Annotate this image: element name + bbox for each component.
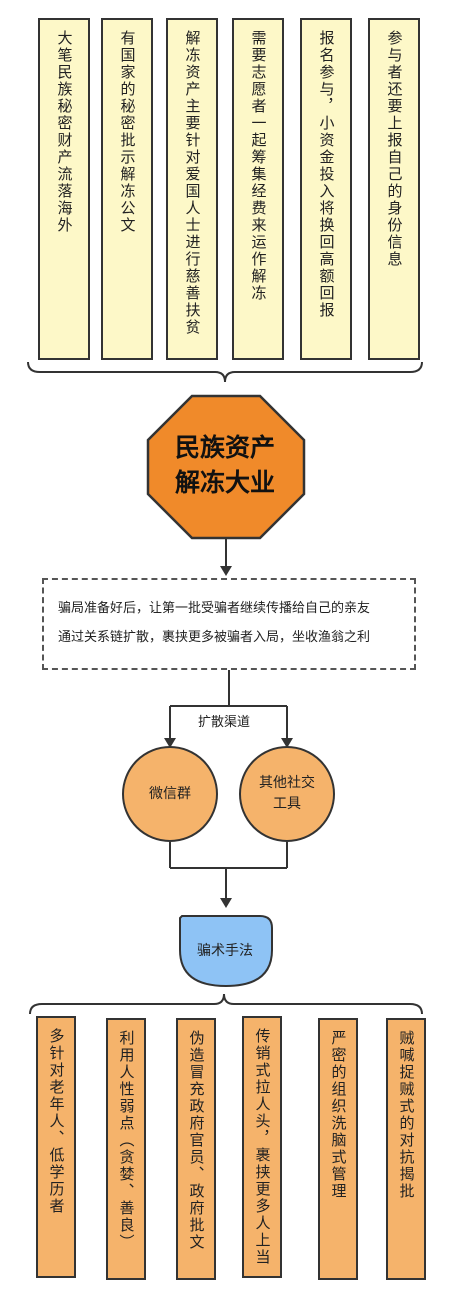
bottom-box-2: 利用人性弱点（贪婪、善良） (106, 1018, 146, 1280)
top-box-text: 大笔民族秘密财产流落海外 (55, 30, 74, 234)
top-brace (27, 361, 423, 383)
bottom-box-4: 传销式拉人头，裹挟更多人上当 (242, 1016, 282, 1278)
bottom-brace (29, 993, 423, 1015)
top-box-text: 参与者还要上报自己的身份信息 (385, 30, 404, 268)
bottom-box-3: 伪造冒充政府官员、政府批文 (176, 1018, 216, 1280)
spread-line-1: 骗局准备好后，让第一批受骗者继续传播给自己的亲友 (58, 601, 371, 617)
center-octagon (146, 394, 306, 540)
channel-wechat-circle: 微信群 (122, 746, 218, 842)
method-drop (179, 915, 273, 988)
top-box-2: 有国家的秘密批示解冻公文 (101, 18, 153, 360)
bottom-box-1: 多针对老年人、低学历者 (36, 1016, 76, 1278)
channel-other-label: 其他社交工具 (259, 775, 315, 812)
bottom-box-text: 伪造冒充政府官员、政府批文 (187, 1030, 206, 1251)
bottom-box-text: 贼喊捉贼式的对抗揭批 (397, 1030, 416, 1200)
spread-line-2: 通过关系链扩散，裹挟更多被骗者入局，坐收渔翁之利 (58, 630, 371, 645)
top-box-1: 大笔民族秘密财产流落海外 (38, 18, 90, 360)
bottom-box-text: 传销式拉人头，裹挟更多人上当 (253, 1028, 272, 1266)
spread-description-box: 骗局准备好后，让第一批受骗者继续传播给自己的亲友 通过关系链扩散，裹挟更多被骗者… (42, 578, 416, 670)
bottom-box-5: 严密的组织洗脑式管理 (318, 1018, 358, 1280)
top-box-text: 报名参与，小资金投入将换回高额回报 (317, 30, 336, 319)
top-box-text: 有国家的秘密批示解冻公文 (118, 30, 137, 234)
bottom-box-text: 严密的组织洗脑式管理 (329, 1030, 348, 1200)
top-box-4: 需要志愿者一起筹集经费来运作解冻 (232, 18, 284, 360)
channel-label: 扩散渠道 (198, 715, 251, 730)
bottom-box-6: 贼喊捉贼式的对抗揭批 (386, 1018, 426, 1280)
bottom-box-text: 多针对老年人、低学历者 (47, 1028, 66, 1215)
center-title-line2: 解冻大业 (174, 468, 275, 497)
center-title-line1: 民族资产 (174, 433, 275, 462)
channel-other-circle: 其他社交工具 (239, 746, 335, 842)
top-box-text: 需要志愿者一起筹集经费来运作解冻 (249, 30, 268, 302)
top-box-text: 解冻资产主要针对爱国人士进行慈善扶贫 (183, 30, 202, 336)
top-box-3: 解冻资产主要针对爱国人士进行慈善扶贫 (166, 18, 218, 360)
center-title: 民族资产 解冻大业 (148, 400, 302, 530)
top-box-5: 报名参与，小资金投入将换回高额回报 (300, 18, 352, 360)
bottom-box-text: 利用人性弱点（贪婪、善良） (117, 1030, 136, 1251)
method-label: 骗术手法 (197, 943, 253, 959)
top-box-6: 参与者还要上报自己的身份信息 (368, 18, 420, 360)
channel-wechat-label: 微信群 (149, 785, 191, 802)
